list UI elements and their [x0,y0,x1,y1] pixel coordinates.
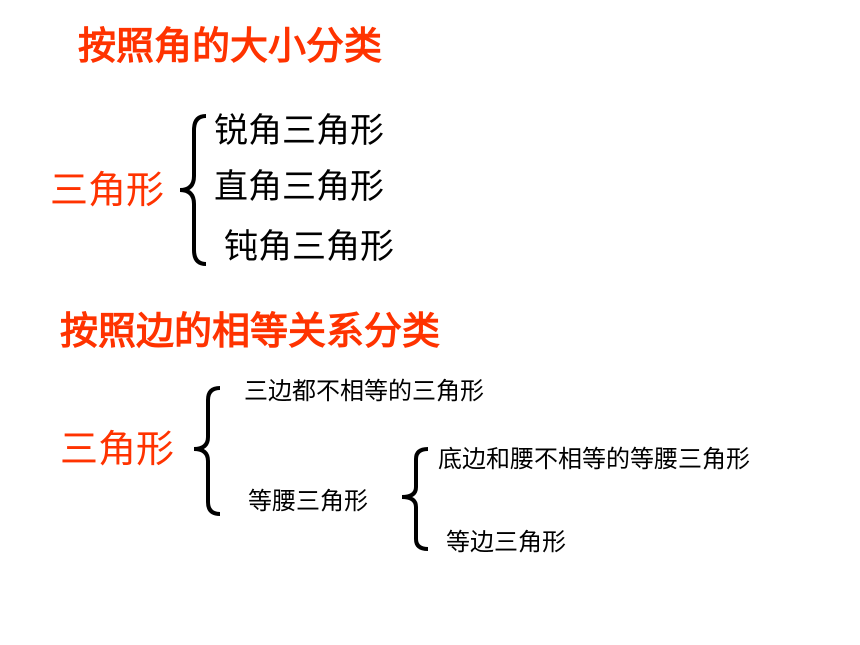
equilateral-triangle-label: 等边三角形 [446,528,566,556]
isosceles-triangle-label: 等腰三角形 [248,487,368,515]
side-root-label: 三角形 [60,427,175,471]
side-brace [193,386,221,516]
obtuse-triangle-label: 钝角三角形 [224,227,394,267]
scalene-triangle-label: 三边都不相等的三角形 [244,377,484,405]
acute-triangle-label: 锐角三角形 [214,111,384,151]
side-classification-heading: 按照边的相等关系分类 [60,309,441,353]
isosceles-brace [401,447,429,551]
angle-brace [179,114,207,266]
non-equilateral-isosceles-label: 底边和腰不相等的等腰三角形 [438,445,750,473]
right-triangle-label: 直角三角形 [214,167,384,207]
angle-classification-heading: 按照角的大小分类 [78,24,383,68]
angle-root-label: 三角形 [50,168,165,212]
